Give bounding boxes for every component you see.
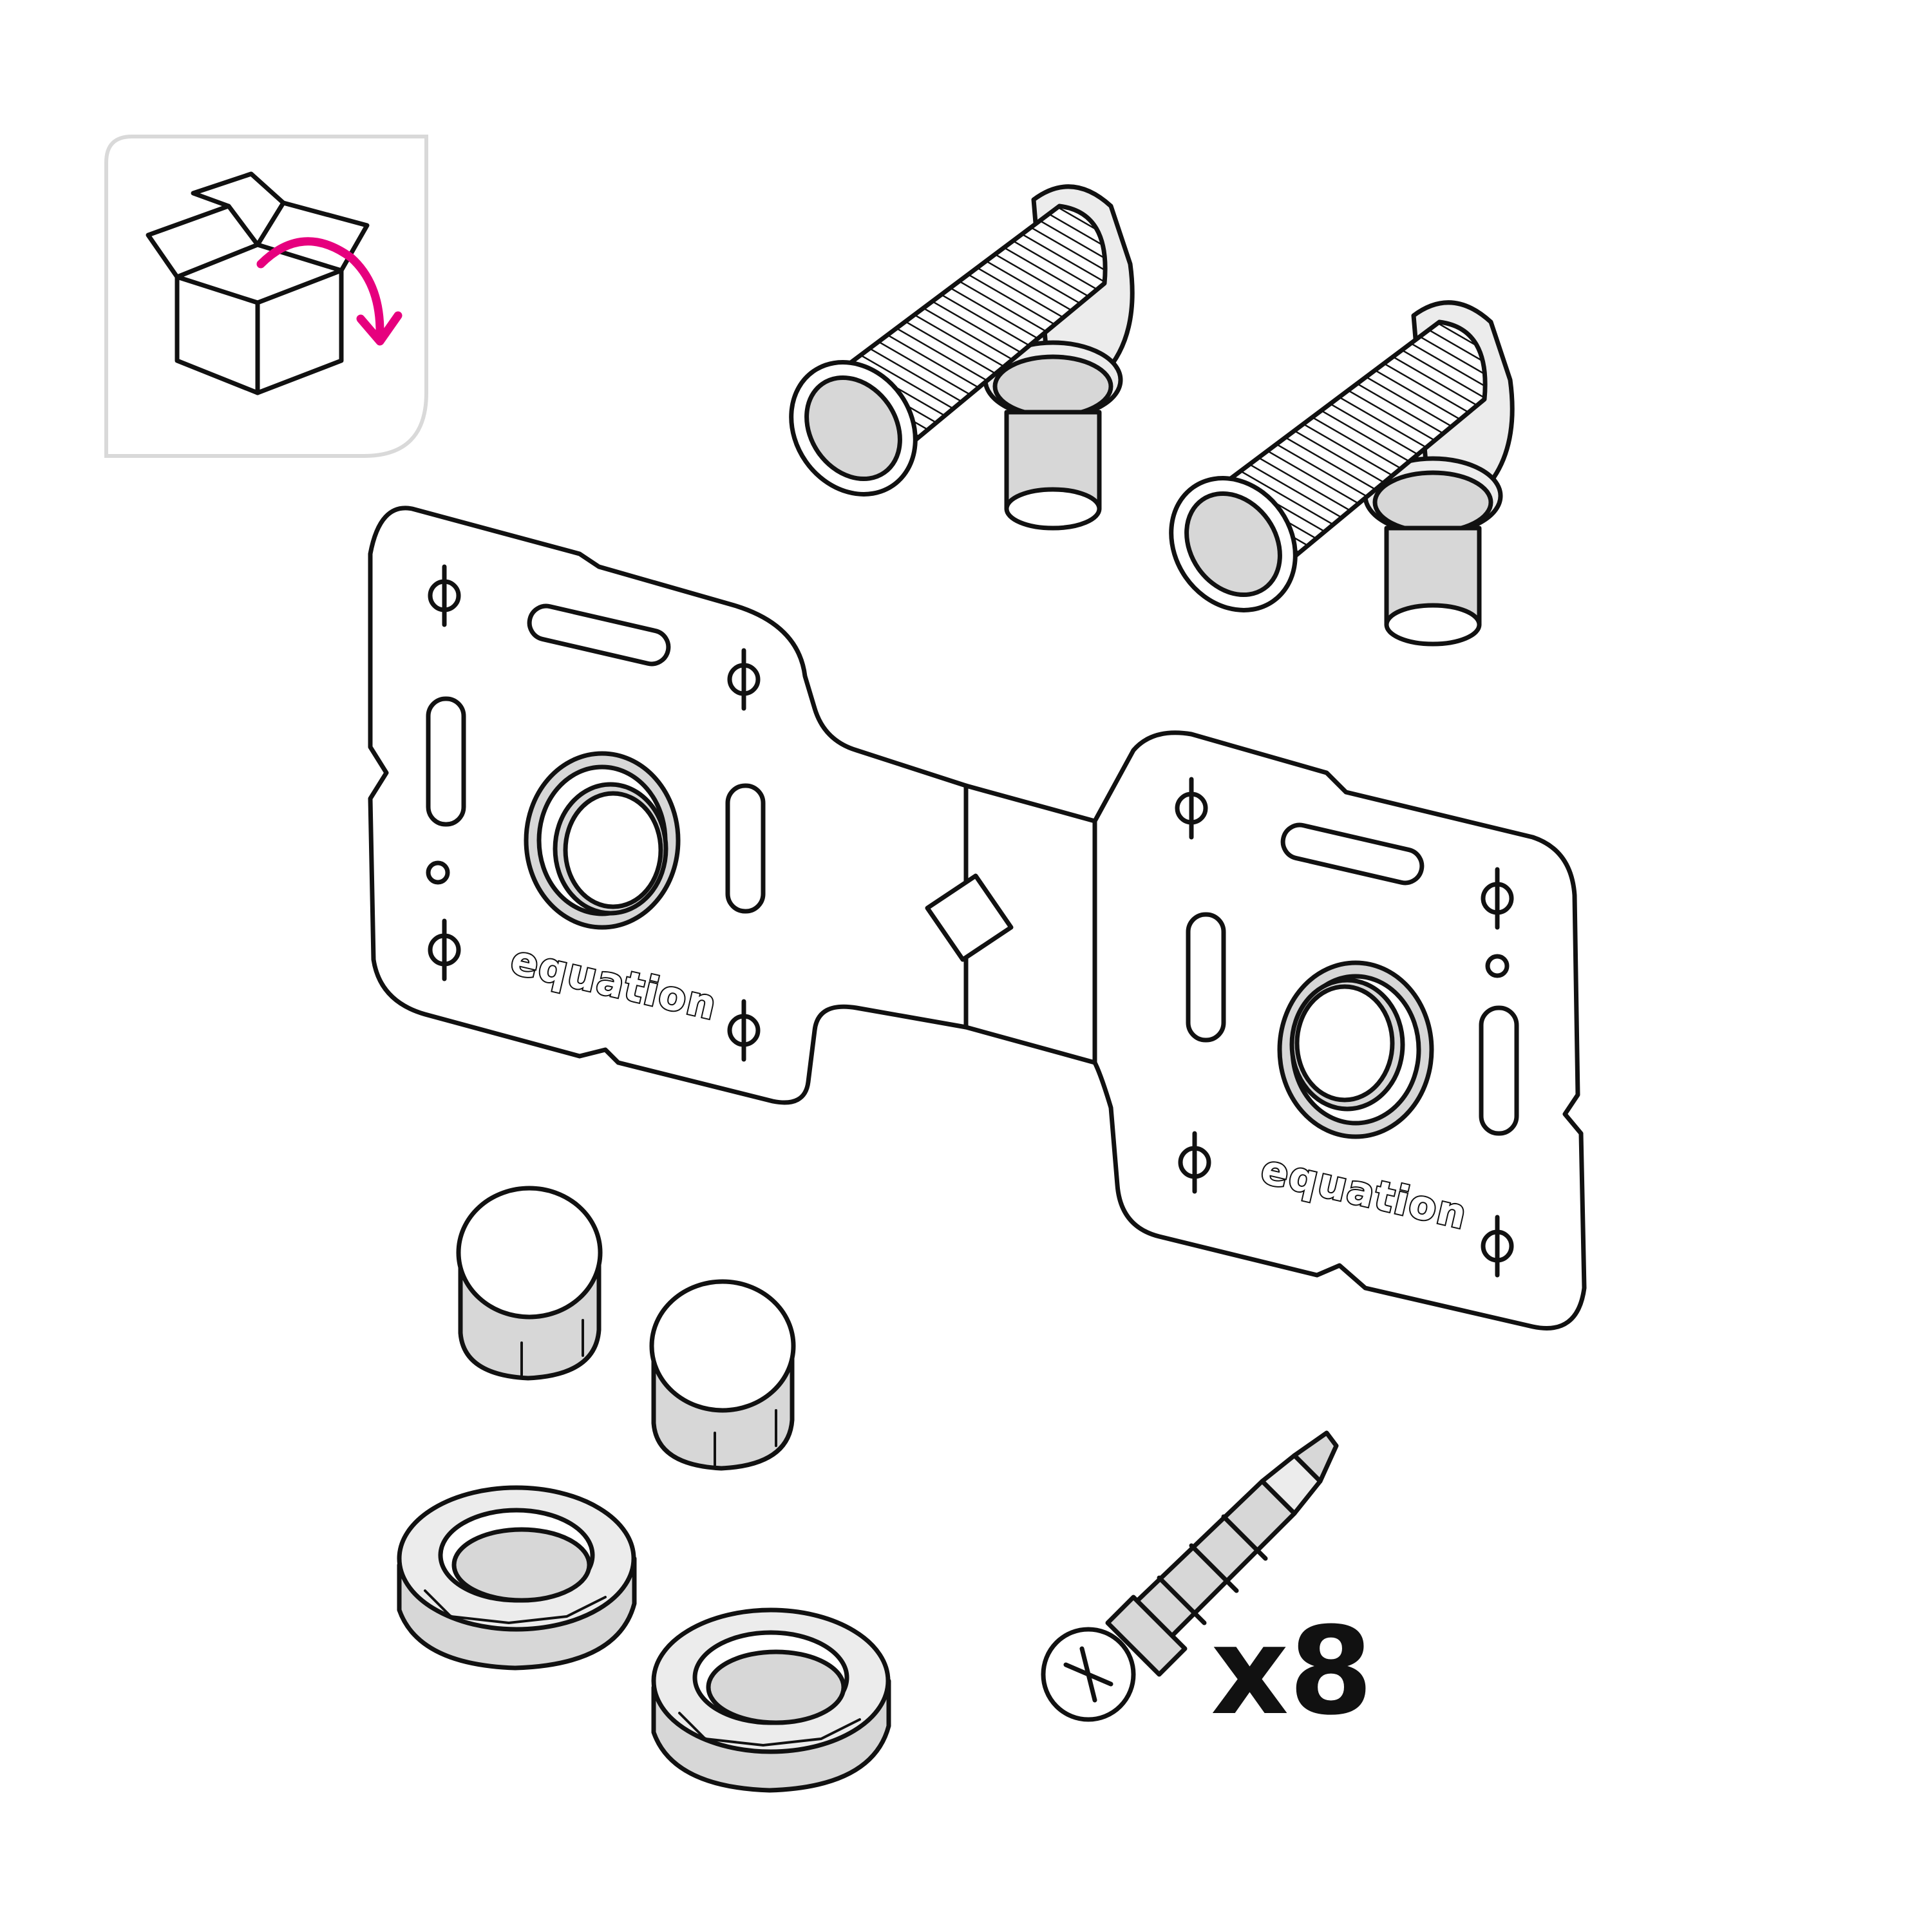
hex-nut-right bbox=[651, 1607, 891, 1793]
oblong-slot bbox=[527, 603, 671, 667]
oblong-slot bbox=[725, 783, 766, 914]
unbox-arrow-icon bbox=[256, 237, 402, 346]
plate-nut bbox=[1277, 960, 1434, 1139]
keyhole-slot bbox=[428, 918, 461, 981]
open-box-icon bbox=[146, 171, 370, 395]
mounting-plate-left: equation bbox=[368, 506, 969, 1105]
keyhole-slot bbox=[1481, 1215, 1514, 1278]
keyhole-slot bbox=[1481, 867, 1514, 930]
break-line-marker bbox=[925, 873, 1014, 962]
keyhole-slot bbox=[1178, 1131, 1211, 1194]
plate-nut bbox=[524, 751, 681, 930]
keyhole-slot bbox=[1175, 777, 1208, 840]
quantity-label: x8 bbox=[1211, 1601, 1373, 1742]
pin-hole bbox=[426, 860, 450, 885]
pin-hole bbox=[1485, 954, 1510, 978]
hex-nut-left bbox=[397, 1485, 637, 1671]
elbow-fitting-left bbox=[789, 184, 1135, 531]
oblong-slot bbox=[1479, 1005, 1519, 1136]
protective-cap-left bbox=[456, 1186, 603, 1381]
mounting-plate-bridge bbox=[925, 783, 1097, 1065]
oblong-slot bbox=[1280, 822, 1425, 886]
oblong-slot bbox=[1186, 912, 1226, 1043]
unbox-icon-frame bbox=[104, 135, 428, 458]
wall-anchor-screw bbox=[1041, 1430, 1339, 1722]
oblong-slot bbox=[426, 696, 466, 827]
elbow-fitting-right bbox=[1169, 300, 1515, 647]
protective-cap-right bbox=[649, 1279, 796, 1471]
keyhole-slot bbox=[727, 648, 761, 711]
mounting-plate-right: equation bbox=[1092, 730, 1587, 1331]
unbox-icon-panel bbox=[104, 135, 428, 458]
keyhole-slot bbox=[428, 564, 461, 627]
keyhole-slot bbox=[727, 999, 761, 1062]
